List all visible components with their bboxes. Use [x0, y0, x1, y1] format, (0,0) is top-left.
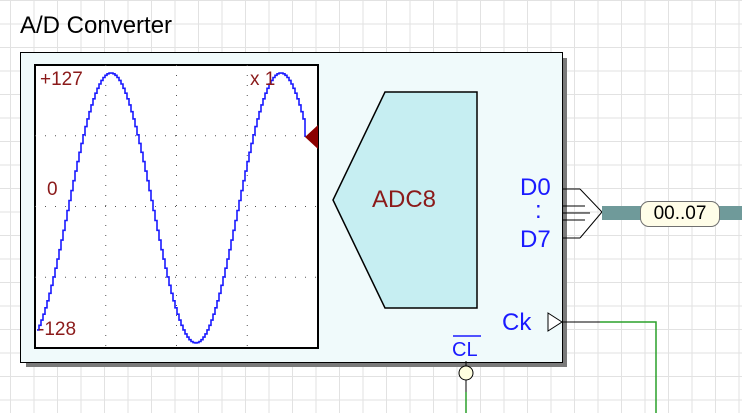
sine-trace: [37, 72, 306, 344]
scope-y-min-label: -128: [38, 319, 77, 340]
cl-pin-bubble[interactable]: [458, 365, 474, 381]
adc-block-label: ADC8: [372, 186, 437, 213]
pin-label-d0: D0: [520, 174, 551, 201]
component-title: A/D Converter: [20, 12, 173, 39]
d0-d7-bus-pin[interactable]: [562, 188, 603, 239]
bus-label-tag[interactable]: 00..07: [640, 201, 720, 227]
level-marker[interactable]: [305, 125, 318, 149]
pin-label-dots: :: [535, 197, 542, 224]
scope-y-max-label: +127: [40, 69, 83, 90]
scope-y-mid-label: 0: [47, 179, 58, 200]
ck-pin[interactable]: [547, 312, 563, 332]
scope-zoom-label: x 1: [250, 69, 276, 90]
pin-label-d7: D7: [520, 226, 551, 253]
ck-wire[interactable]: [600, 321, 657, 413]
adc-block[interactable]: [332, 91, 478, 309]
pin-label-ck: Ck: [502, 309, 532, 336]
pin-label-cl: CL: [452, 339, 478, 361]
scope-display[interactable]: [34, 64, 319, 349]
